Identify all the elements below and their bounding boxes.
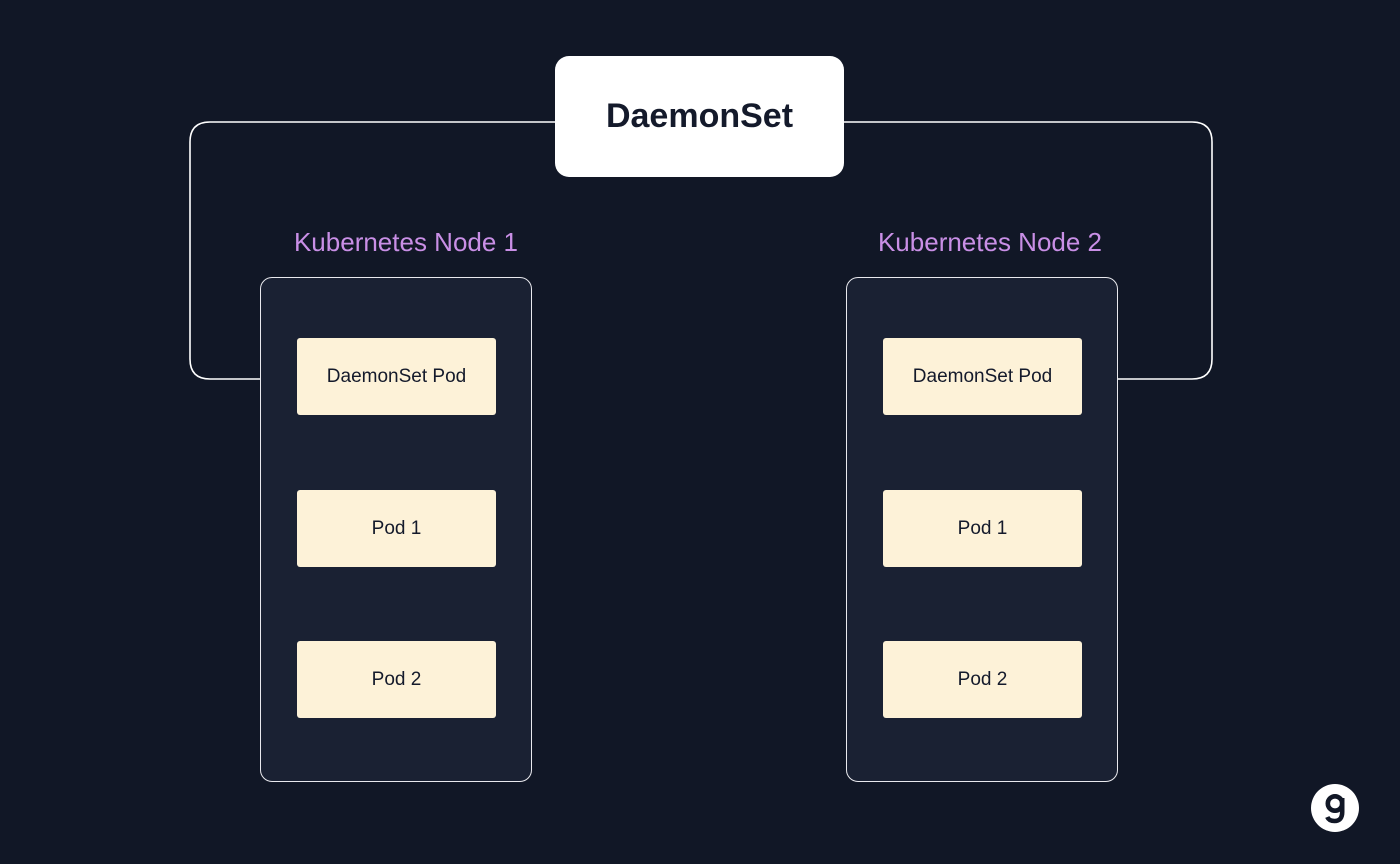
node-2-box: DaemonSet Pod Pod 1 Pod 2	[846, 277, 1118, 782]
connector-right	[844, 121, 1213, 380]
node-1-pod-1: Pod 1	[297, 490, 496, 567]
node-2-title: Kubernetes Node 2	[877, 226, 1103, 257]
pod-label: DaemonSet Pod	[326, 365, 467, 387]
pod-label: Pod 1	[371, 517, 422, 539]
pod-label: DaemonSet Pod	[912, 365, 1053, 387]
node-2-pod-2: Pod 2	[883, 641, 1082, 718]
daemonset-label: DaemonSet	[605, 97, 794, 135]
g-logo-icon	[1311, 784, 1359, 832]
node-1-title: Kubernetes Node 1	[293, 226, 519, 257]
connector-left	[189, 121, 555, 380]
node-1-pod-2: Pod 2	[297, 641, 496, 718]
pod-label: Pod 1	[957, 517, 1008, 539]
node-2-daemonset-pod: DaemonSet Pod	[883, 338, 1082, 415]
pod-label: Pod 2	[957, 668, 1008, 690]
node-2-pod-1: Pod 1	[883, 490, 1082, 567]
node-1-daemonset-pod: DaemonSet Pod	[297, 338, 496, 415]
pod-label: Pod 2	[371, 668, 422, 690]
daemonset-box: DaemonSet	[555, 56, 844, 177]
node-1-box: DaemonSet Pod Pod 1 Pod 2	[260, 277, 532, 782]
